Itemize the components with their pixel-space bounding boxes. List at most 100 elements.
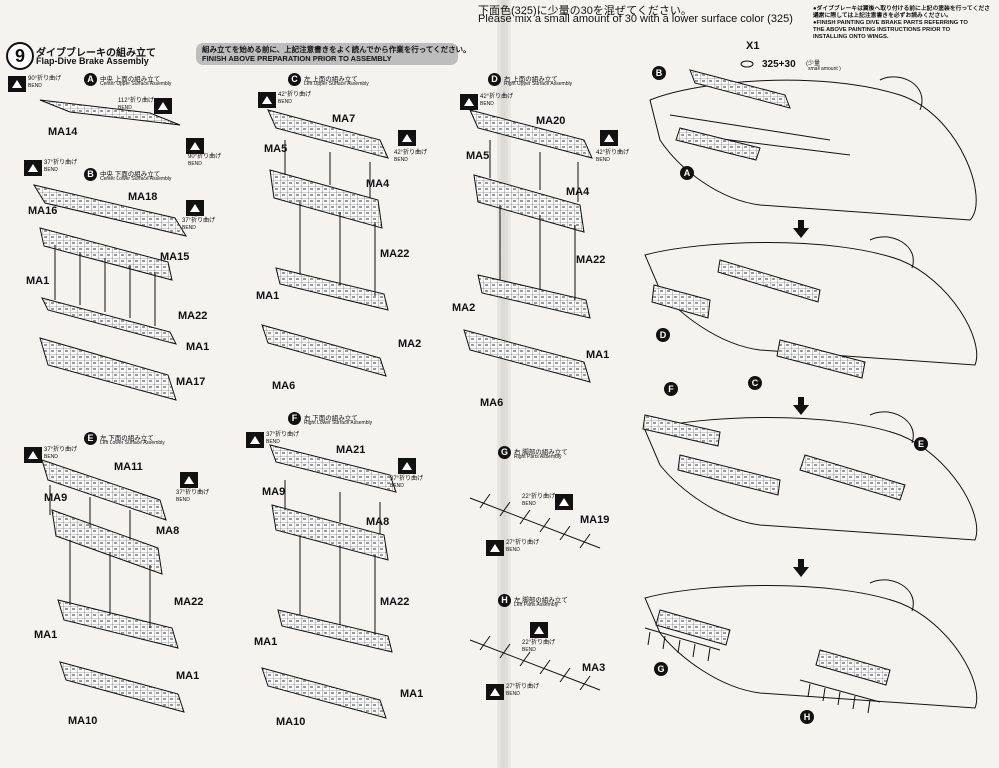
note-line-4: THE ABOVE PAINTING INSTRUCTIONS PRIOR TO [813,27,951,33]
note-line-5: INSTALLING ONTO WINGS. [813,34,889,40]
bend-arrow-icon [460,94,478,110]
bend-label: 27°折り曲げ [506,684,540,690]
letter-f: F [288,412,301,425]
part-ma10-e: MA10 [68,715,98,727]
part-ma1-f1: MA1 [254,636,278,648]
bend-arrow-icon [398,130,416,146]
bend-arrow-icon [186,200,204,216]
subassembly-b-jp: 中央 下面の組み立て [100,171,161,178]
part-ma21: MA21 [336,444,366,456]
bend-label: 42°折り曲げ [394,150,428,156]
bend-arrow-icon [530,622,548,638]
bend-en: BEND [596,157,610,163]
panel-ma22b [57,599,179,649]
part-ma8-f: MA8 [366,516,390,528]
wing-panel-c [776,339,866,379]
bend-label: 37°折り曲げ [44,447,78,453]
panel-ma22a [41,297,177,345]
note-line-2: 通常に際しては上記注意書きを必ずお読みください。 [813,13,952,19]
part-ma18: MA18 [128,191,158,203]
paint-note-en: Please mix a small amount of 30 with a l… [478,13,793,25]
bend-label: 42°折り曲げ [596,150,630,156]
part-ma17: MA17 [176,376,206,388]
bend-arrow-icon [398,458,416,474]
part-ma2-c: MA2 [398,338,422,350]
bend-arrow-icon [555,494,574,510]
bend-en: BEND [394,157,408,163]
panel-ma22c [275,267,389,311]
step-title-en: Flap-Dive Brake Assembly [36,56,149,66]
part-ma5-c: MA5 [264,143,288,155]
bend-en: BEND [44,167,58,173]
subassembly-c-jp: 左 上面の組み立て [304,76,358,83]
part-ma22-d: MA22 [576,254,606,266]
wing-panel-upper [717,259,821,303]
bend-arrow-icon [24,160,42,176]
part-ma1-e1: MA1 [34,629,58,641]
panel-ma22e [477,274,591,319]
wing-panel-h [815,649,891,686]
part-ma1-b1: MA1 [26,275,50,287]
part-ma19: MA19 [580,514,610,526]
wing-panel-d [651,284,711,319]
bend-label: 112°折り曲げ [118,98,154,104]
wing-marker-a: A [680,166,694,180]
bend-22-h-icon [530,622,548,640]
letter-b: B [84,168,97,181]
wing-panel-g [655,609,731,646]
bend-label: 22°折り曲げ [522,494,556,500]
panel-ma9 [271,504,389,561]
subassembly-h-jp: 左 脚部の組み立て [514,597,568,604]
part-x1: X1 [746,40,760,52]
subassembly-c-en: Left Upper Surface Assembly [304,81,369,87]
subassembly-h-en: Left Parts Assembly [514,602,559,608]
wing-panel-e [799,454,906,501]
letter-g: G [498,446,511,459]
part-ma10-f: MA10 [276,716,306,728]
bend-37-e2 [180,472,198,490]
panel-ma21 [269,444,397,493]
subassembly-a-jp: 中央 上面の組み立て [100,76,161,83]
part-ma1-f2: MA1 [400,688,424,700]
bend-arrow-icon [180,472,198,488]
part-ma22-f: MA22 [380,596,410,608]
letter-a: A [84,73,97,86]
bend-arrow-icon [486,540,504,556]
bend-label: 42°折り曲げ [278,92,312,98]
part-ma22-b: MA22 [178,310,208,322]
subassembly-a-en: Center Upper Surface Assembly [100,81,172,87]
subassembly-f-en: Right Lower Surface Assembly [304,420,373,426]
part-ma1-d: MA1 [586,349,610,361]
part-ma9-e: MA9 [44,492,68,504]
part-ma22-c: MA22 [380,248,410,260]
bend-en: BEND [28,83,42,89]
part-ma2-d: MA2 [452,302,476,314]
subassembly-g-jp: 右 脚部の組み立て [514,449,568,456]
warning-jp: 組み立てを始める前に、上記注意書きをよく読んでから作業を行ってください。 [202,45,471,54]
part-ma3: MA3 [582,662,606,674]
bend-en: BEND [182,225,196,231]
subassembly-e-jp: 左 下面の組み立て [100,435,154,442]
bend-arrow-icon [8,76,26,92]
subassembly-e-en: Left Lower Surface Assembly [100,440,165,446]
panel-ma6 [261,324,387,377]
panel-ma6b [463,329,591,383]
bend-arrow-icon [24,447,42,463]
bend-arrow-icon [186,138,204,154]
wing-marker-c: C [748,376,762,390]
part-ma1-e2: MA1 [176,670,200,682]
wing-marker-e: E [914,437,928,451]
